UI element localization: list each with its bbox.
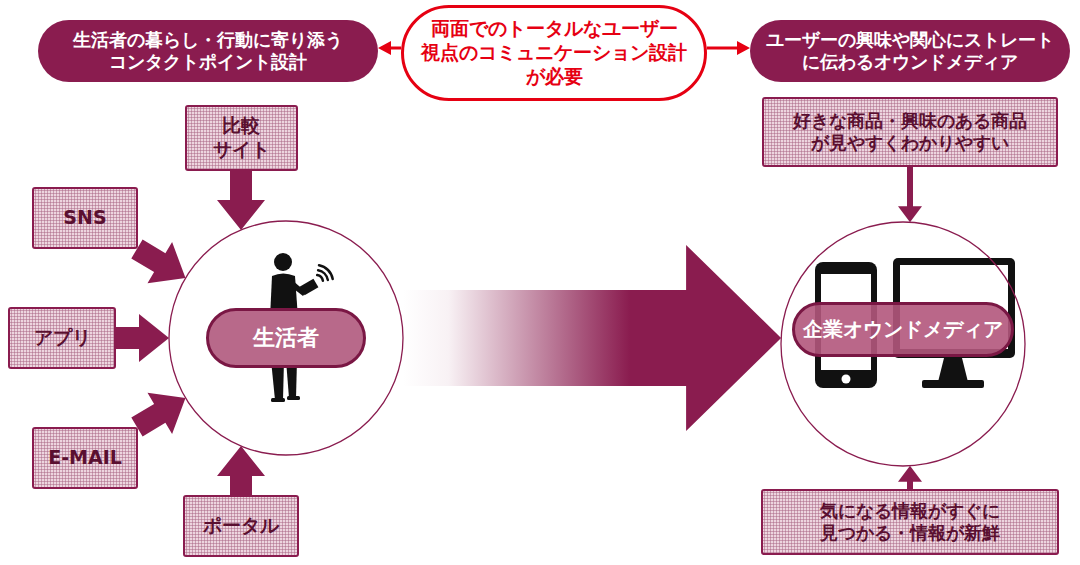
channel-box: E-MAIL (32, 427, 138, 489)
channel-box: SNS (32, 187, 138, 249)
person-foot (287, 396, 300, 400)
box-label: SNS (46, 206, 124, 230)
connector-arrow (898, 466, 922, 489)
connector-arrow (217, 446, 265, 495)
heading-pill: ユーザーの興味や関心にストレート に伝わるオウンドメディア (750, 20, 1070, 82)
box-label: ユーザーの興味や関心にストレート に伝わるオウンドメディア (764, 29, 1056, 74)
circle-node: 企業オウンドメディア (780, 221, 1026, 467)
box-label: 気になる情報がすぐに 見つかる・情報が新鮮 (817, 500, 1003, 545)
channel-box: 気になる情報がすぐに 見つかる・情報が新鮮 (761, 489, 1059, 555)
box-label: 両面でのトータルなユーザー 視点のコミュニケーション設計 が必要 (420, 17, 688, 88)
connector-arrow (116, 314, 169, 362)
connector-arrow (378, 41, 401, 55)
circle-line (781, 222, 1025, 466)
person-foot (271, 398, 285, 402)
connector-arrow (707, 41, 750, 55)
box-label: 比較 サイト (212, 114, 271, 162)
wifi-arc (317, 275, 323, 281)
connector-arrow (898, 167, 922, 222)
heading-pill: 生活者の暮らし・行動に寄り添う コンタクトポイント設計 (38, 20, 378, 82)
pill-label: 企業オウンドメディア (792, 302, 1014, 357)
box-label: 生活者の暮らし・行動に寄り添う コンタクトポイント設計 (70, 29, 346, 74)
monitor-base (922, 380, 984, 388)
wifi-arc (319, 265, 333, 279)
channel-box: 比較 サイト (185, 105, 298, 171)
circle-node: 生活者 (168, 220, 404, 456)
person-head (274, 253, 292, 271)
connector-arrow (217, 171, 265, 230)
box-label: E-MAIL (44, 446, 126, 470)
monitor-stand (938, 358, 968, 382)
phone-button (842, 375, 851, 384)
flow-arrow (403, 245, 781, 431)
circle-line (169, 221, 403, 455)
box-label: 好きな商品・興味のある商品 が見やすくわかりやすい (790, 110, 1030, 155)
channel-box: ポータル (183, 495, 299, 557)
person-tablet (300, 279, 319, 296)
connector-arrow (131, 240, 185, 284)
wifi-arc (318, 270, 328, 280)
box-label: ポータル (200, 514, 282, 538)
connector-arrow (131, 393, 185, 437)
heading-pill: 両面でのトータルなユーザー 視点のコミュニケーション設計 が必要 (401, 5, 707, 101)
pill-label: 生活者 (206, 308, 366, 368)
box-label: アプリ (23, 326, 101, 350)
wifi-symbol (317, 265, 333, 281)
channel-box: 好きな商品・興味のある商品 が見やすくわかりやすい (762, 97, 1058, 167)
channel-box: アプリ (8, 307, 116, 369)
